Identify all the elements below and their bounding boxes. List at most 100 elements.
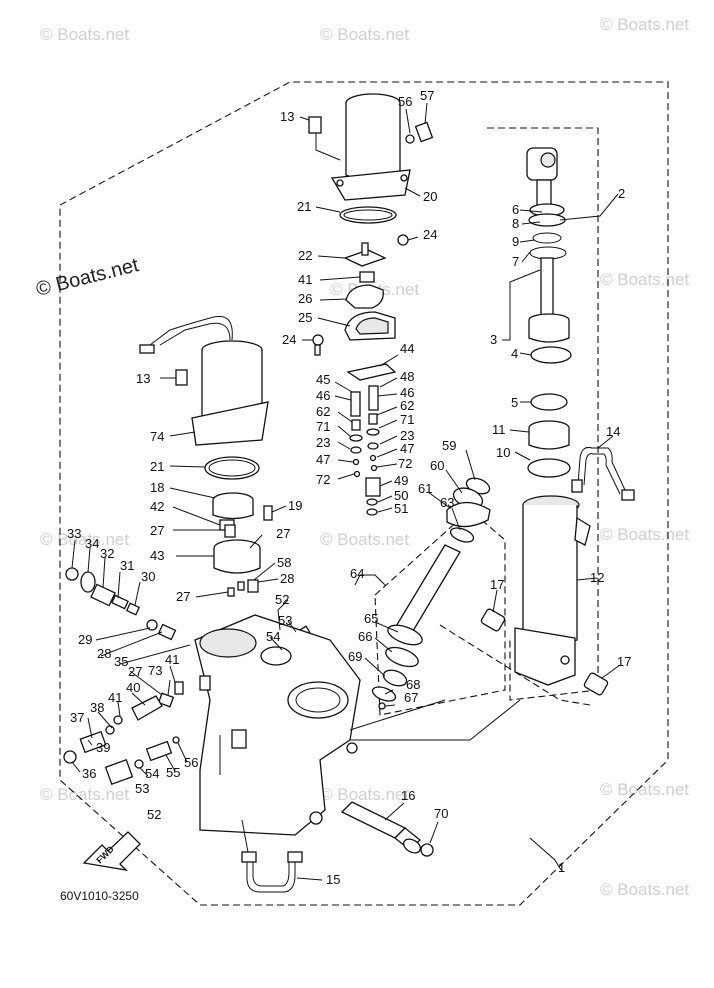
part-label: 13	[280, 109, 294, 124]
pipe-15	[246, 860, 296, 893]
part-label: 3	[490, 332, 497, 347]
part-label: 33	[67, 526, 81, 541]
part-label: 35	[114, 654, 128, 669]
main-housing	[194, 614, 361, 836]
part-label: 27	[150, 523, 164, 538]
part-label: 46	[400, 385, 414, 400]
part-label: 19	[288, 498, 302, 513]
part-label: 18	[150, 480, 164, 495]
part-label: 40	[126, 680, 140, 695]
part-label: 24	[423, 227, 437, 242]
bushing-17	[480, 608, 506, 632]
bushing-17b	[583, 672, 609, 696]
part-label: 72	[316, 472, 330, 487]
part-label: 62	[316, 404, 330, 419]
part-label: 70	[434, 806, 448, 821]
part-label: 39	[96, 740, 110, 755]
watermark: © Boats.net	[600, 525, 689, 544]
watermark: © Boats.net	[40, 785, 129, 804]
part-label: 22	[298, 248, 312, 263]
part-label: 21	[297, 199, 311, 214]
part-label: 30	[141, 569, 155, 584]
part-label: 41	[298, 272, 312, 287]
part-label: 52	[147, 807, 161, 822]
part-label: 53	[278, 613, 292, 628]
part-label: 67	[404, 690, 418, 705]
part-label: 49	[394, 473, 408, 488]
part-label: 37	[70, 710, 84, 725]
part-label: 42	[150, 499, 164, 514]
part-label: 50	[394, 488, 408, 503]
part-label: 17	[490, 577, 504, 592]
part-label: 23	[316, 435, 330, 450]
o-ring-21	[339, 206, 397, 224]
part-label: 45	[316, 372, 330, 387]
part-label: 14	[606, 424, 620, 439]
part-label: 12	[590, 570, 604, 585]
part-label: 23	[400, 428, 414, 443]
part-label: 71	[316, 419, 330, 434]
part-label: 4	[511, 346, 518, 361]
part-label: 44	[400, 341, 414, 356]
part-label: 41	[165, 652, 179, 667]
part-label: 28	[97, 646, 111, 661]
part-label: 20	[423, 189, 437, 204]
part-label: 58	[277, 555, 291, 570]
part-label: 8	[512, 216, 519, 231]
part-label: 74	[150, 429, 164, 444]
part-label: 5	[511, 395, 518, 410]
part-label: 15	[326, 872, 340, 887]
part-label: 43	[150, 548, 164, 563]
watermark: © Boats.net	[320, 25, 409, 44]
part-label: 73	[148, 663, 162, 678]
part-label: 24	[282, 332, 296, 347]
leader-lines	[71, 102, 621, 881]
part-label: 51	[394, 501, 408, 516]
part-label: 6	[512, 202, 519, 217]
part-label: 11	[492, 422, 506, 437]
part-label: 60	[430, 458, 444, 473]
part-label: 17	[617, 654, 631, 669]
motor-74	[139, 315, 269, 446]
part-label: 25	[298, 310, 312, 325]
part-label: 21	[150, 459, 164, 474]
part-label: 68	[406, 677, 420, 692]
part-label: 32	[100, 546, 114, 561]
part-label: 27	[276, 526, 290, 541]
part-label: 55	[166, 765, 180, 780]
rod-boundary	[374, 509, 506, 716]
pipe-14	[577, 447, 626, 491]
motor-cover-20	[308, 93, 434, 201]
part-labels: 13 56 57 20 21 24 22 41 26 25 24 44 45 4…	[67, 88, 631, 887]
part-label: 16	[401, 788, 415, 803]
watermark: © Boats.net	[40, 25, 129, 44]
clip-70	[420, 843, 434, 857]
housing-leader	[350, 699, 521, 741]
part-label: 47	[400, 441, 414, 456]
fwd-arrow-icon: FWD	[82, 831, 141, 871]
part-label: 38	[90, 700, 104, 715]
part-label: 66	[358, 629, 372, 644]
part-label: 48	[400, 369, 414, 384]
part-label: 46	[316, 388, 330, 403]
watermark: © Boats.net	[320, 530, 409, 549]
part-label: 1	[558, 860, 565, 875]
part-label: 65	[364, 611, 378, 626]
part-label: 29	[78, 632, 92, 647]
bracket-parts	[312, 234, 409, 356]
part-label: 54	[266, 629, 280, 644]
part-label: 7	[512, 254, 519, 269]
part-label: 59	[442, 438, 456, 453]
part-label: 64	[350, 566, 364, 581]
main-watermark: © Boats.net	[34, 254, 141, 301]
part-label: 62	[400, 398, 414, 413]
part-label: 9	[512, 234, 519, 249]
part-label: 27	[128, 664, 142, 679]
part-label: 63	[440, 495, 454, 510]
watermark: © Boats.net	[320, 785, 409, 804]
part-label: 54	[145, 766, 159, 781]
part-label: 61	[418, 481, 432, 496]
assembly-boundary	[59, 81, 669, 906]
watermark: © Boats.net	[600, 780, 689, 799]
part-label: 41	[108, 690, 122, 705]
